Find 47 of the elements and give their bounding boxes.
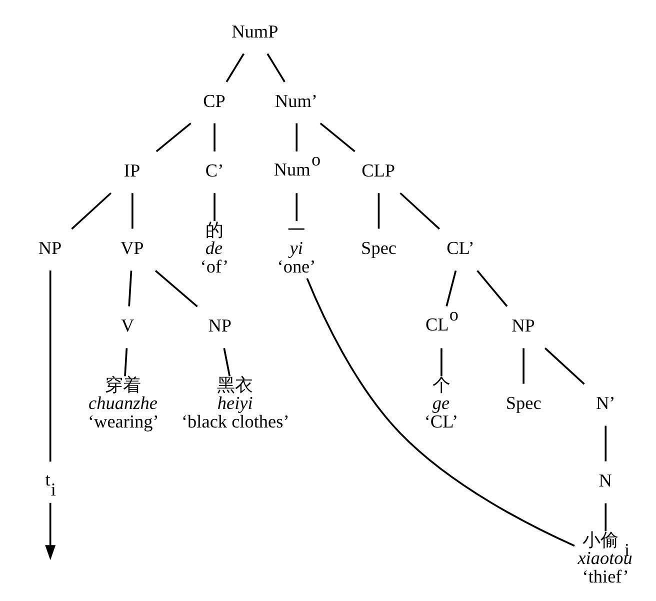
arrow xyxy=(45,502,56,560)
connector xyxy=(223,348,231,376)
connector xyxy=(306,278,575,547)
connector xyxy=(544,348,585,385)
node-text: 个 ge ‘CL’ xyxy=(424,374,458,432)
connector xyxy=(266,53,286,82)
node-text: 的 de ‘of’ xyxy=(200,220,229,276)
node-text: IP xyxy=(124,160,140,181)
node-text: N xyxy=(598,470,612,491)
node-text: CLP xyxy=(362,160,396,181)
connector xyxy=(296,123,298,152)
node-text: NP xyxy=(512,316,535,336)
connector xyxy=(214,123,216,152)
node-text: V xyxy=(121,316,134,336)
connector xyxy=(124,348,128,376)
node-text: CP xyxy=(203,91,226,111)
node-text: C’ xyxy=(205,160,224,181)
connector xyxy=(440,348,442,376)
connector xyxy=(132,193,134,229)
connector xyxy=(49,270,52,462)
connector xyxy=(446,270,457,306)
connector xyxy=(296,193,298,222)
node-text: 一 yi ‘one’ xyxy=(277,220,316,276)
connector xyxy=(476,270,508,307)
connector xyxy=(128,270,132,306)
connector xyxy=(226,53,244,82)
connector xyxy=(71,192,112,230)
node-text: VP xyxy=(120,238,144,258)
node-text: NP xyxy=(38,238,62,258)
connector xyxy=(378,193,380,229)
node-text: 黑衣 heiyi ‘black clothes’ xyxy=(181,374,290,432)
connector xyxy=(400,192,440,230)
connector xyxy=(154,270,198,308)
node-text: NumP xyxy=(232,21,278,42)
connector xyxy=(320,122,356,152)
node-text: 穿着 chuanzhe ‘wearing’ xyxy=(88,374,159,432)
node-text: NP xyxy=(208,316,232,336)
node-text: Spec xyxy=(361,238,397,258)
connector xyxy=(604,503,607,532)
node-text: N’ xyxy=(596,393,616,414)
connector xyxy=(522,348,524,384)
node-text: Num’ xyxy=(274,91,318,111)
connector xyxy=(214,193,216,222)
node-text: Spec xyxy=(506,393,542,414)
connector xyxy=(604,426,607,462)
node-text: CL’ xyxy=(446,238,474,258)
connector xyxy=(156,122,192,152)
